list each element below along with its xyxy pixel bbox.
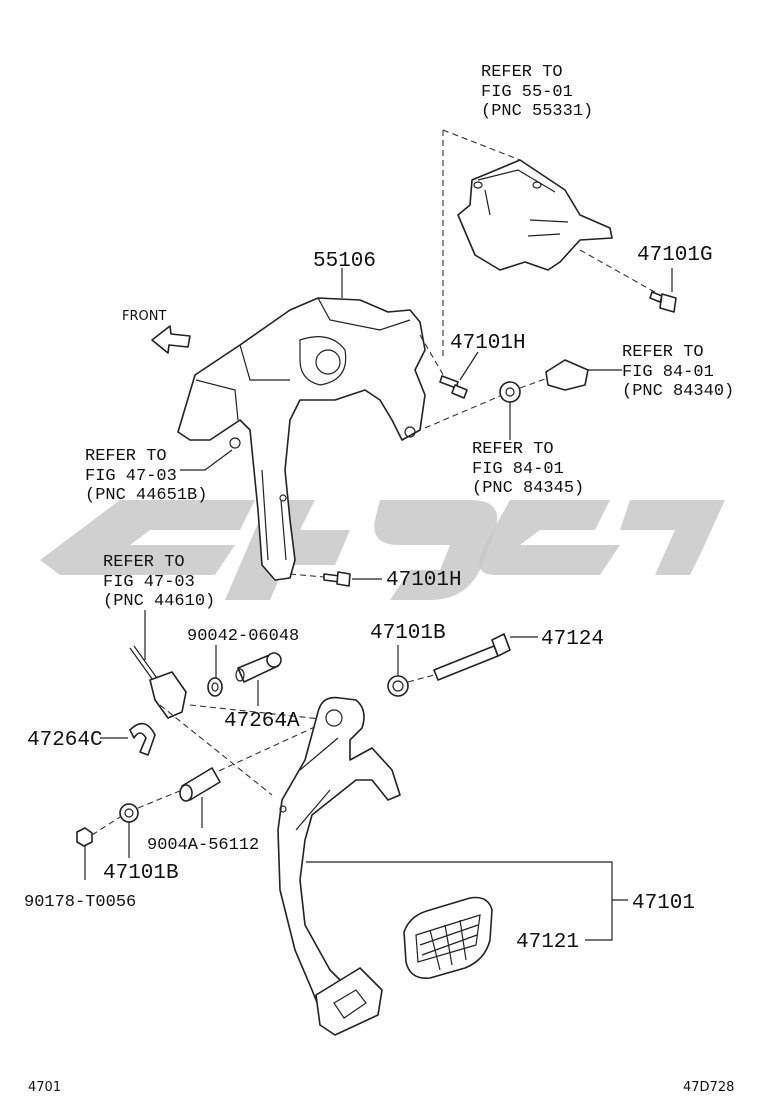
pushrod-clevis — [129, 645, 187, 719]
pedal-arm-47101 — [277, 696, 401, 1036]
callout-44651b: REFER TO FIG 47-03 (PNC 44651B) — [85, 447, 207, 505]
nut-90178 — [76, 827, 93, 847]
part-9004a: 9004A-56112 — [147, 836, 259, 855]
part-47264a: 47264A — [224, 710, 300, 733]
footer-left: 4701 — [28, 1080, 61, 1095]
part-47101h-lower: 47101H — [386, 569, 462, 592]
ref-44610-line3: (PNC 44610) — [103, 592, 215, 611]
pedal-pad-47121 — [403, 896, 493, 979]
stop-lamp-switch — [499, 359, 589, 403]
bolt-47101h-upper — [439, 375, 468, 399]
ref-44651b-line1: REFER TO — [85, 447, 167, 466]
bolt-47101g — [649, 291, 677, 313]
pedal-bracket-55106 — [177, 297, 426, 581]
callout-84340: REFER TO FIG 84-01 (PNC 84340) — [622, 343, 734, 401]
ref-44651b-line2: FIG 47-03 — [85, 467, 177, 486]
ref-84345-line1: REFER TO — [472, 440, 554, 459]
callout-84345: REFER TO FIG 84-01 (PNC 84345) — [472, 440, 584, 498]
part-90042: 90042-06048 — [187, 627, 299, 646]
ref-84340-line3: (PNC 84340) — [622, 382, 734, 401]
front-arrow-icon — [151, 325, 191, 354]
bushing-47101b-lower — [119, 803, 139, 823]
part-47101b-lower: 47101B — [103, 862, 179, 885]
collar-9004a — [179, 767, 221, 802]
part-47101: 47101 — [632, 892, 695, 915]
ref-55331-line3: (PNC 55331) — [481, 102, 593, 121]
bushing-47101b-upper — [387, 675, 409, 697]
ref-44610-line2: FIG 47-03 — [103, 573, 195, 592]
washer-90042 — [207, 677, 223, 697]
ref-55331-line1: REFER TO — [481, 63, 563, 82]
ref-84340-line1: REFER TO — [622, 343, 704, 362]
ref-84340-line2: FIG 84-01 — [622, 363, 714, 382]
pin-47264a — [235, 652, 282, 683]
bolt-47101h-lower — [323, 571, 351, 587]
part-47264c: 47264C — [27, 729, 103, 752]
part-47101h-upper: 47101H — [450, 332, 526, 355]
part-47124: 47124 — [541, 628, 604, 651]
upper-bracket — [457, 159, 613, 271]
ref-84345-line2: FIG 84-01 — [472, 460, 564, 479]
part-90178: 90178-T0056 — [24, 893, 136, 912]
ref-44610-line1: REFER TO — [103, 553, 185, 572]
ref-44651b-line3: (PNC 44651B) — [85, 486, 207, 505]
front-label: FRONT — [122, 309, 166, 324]
part-55106: 55106 — [313, 250, 376, 273]
ref-84345-line3: (PNC 84345) — [472, 479, 584, 498]
ref-55331-line2: FIG 55-01 — [481, 83, 573, 102]
callout-44610: REFER TO FIG 47-03 (PNC 44610) — [103, 553, 215, 611]
part-47101g: 47101G — [637, 244, 713, 267]
callout-55331: REFER TO FIG 55-01 (PNC 55331) — [481, 63, 593, 121]
bolt-47124 — [433, 633, 511, 681]
footer-right: 47D728 — [683, 1080, 734, 1095]
part-47101b-upper: 47101B — [370, 622, 446, 645]
clip-47264c — [129, 722, 156, 756]
part-47121: 47121 — [516, 931, 579, 954]
